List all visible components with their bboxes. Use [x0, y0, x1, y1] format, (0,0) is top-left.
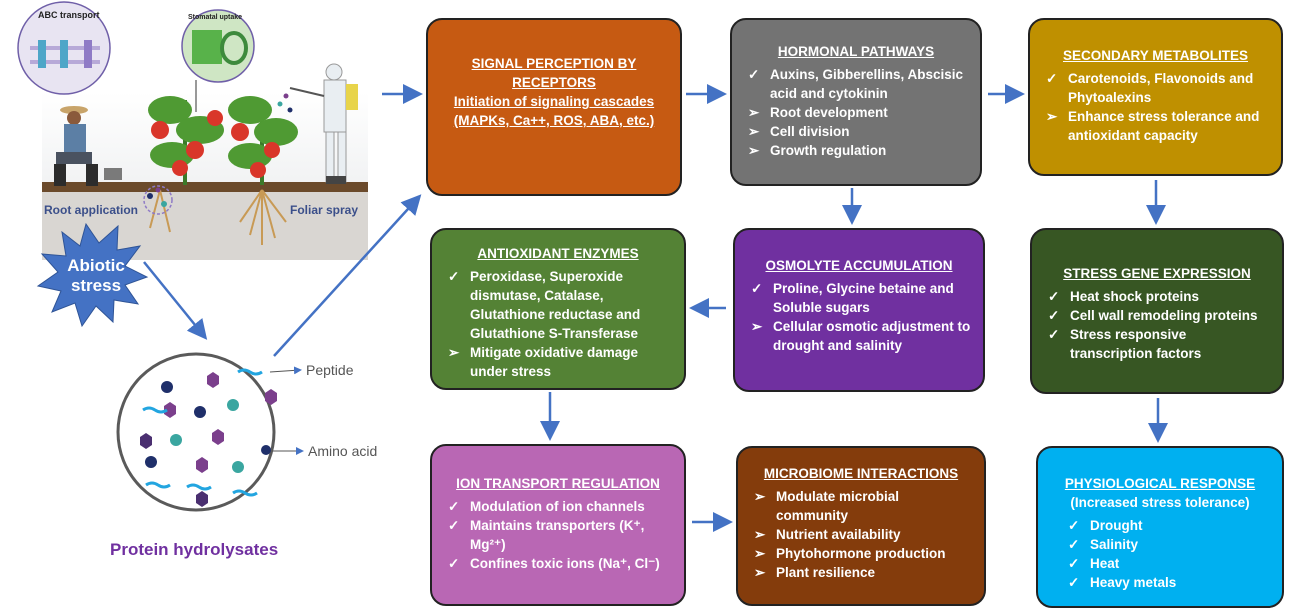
list-item: ✓Heat shock proteins: [1048, 289, 1200, 304]
physiological-response-subtitle: (Increased stress tolerance): [1070, 495, 1250, 510]
abiotic-stress-line2: stress: [70, 276, 122, 295]
list-item: ➢Cellular osmotic adjustment to drought …: [751, 319, 971, 353]
stomatal-uptake-inset: [181, 9, 255, 83]
list-item: ➢Enhance stress tolerance and antioxidan…: [1046, 109, 1260, 143]
amino-acid-label: Amino acid: [308, 443, 378, 459]
abiotic-stress-label: Abiotic stress: [66, 256, 126, 296]
osmolyte-accumulation-box: OSMOLYTE ACCUMULATION ✓Proline, Glycine …: [733, 228, 985, 392]
sprayer-figure: [289, 63, 358, 184]
list-item: ✓Maintains transporters (K⁺, Mg²⁺): [448, 518, 645, 552]
list-item: ✓Modulation of ion channels: [448, 499, 645, 514]
foliar-spray-label: Foliar spray: [290, 203, 359, 217]
stomatal-uptake-label: Stomatal uptake: [188, 14, 243, 21]
list-item: ➢Phytohormone production: [754, 546, 946, 561]
list-item: ✓Cell wall remodeling proteins: [1048, 308, 1258, 323]
list-item: ✓Drought: [1068, 518, 1143, 533]
protein-hydrolysates-label: Protein hydrolysates: [110, 540, 279, 559]
signal-perception-line1: Initiation of signaling cascades: [453, 94, 655, 109]
ion-transport-title: ION TRANSPORT REGULATION: [456, 476, 660, 491]
tomato-plant-left: [148, 96, 224, 185]
antioxidant-enzymes-box: ANTIOXIDANT ENZYMES ✓Peroxidase, Superox…: [430, 228, 686, 390]
root-particles: [143, 185, 173, 215]
list-item: ✓Stress responsive transcription factors: [1048, 327, 1202, 361]
hormonal-pathways-title: HORMONAL PATHWAYS: [777, 44, 935, 59]
physiological-response-box: PHYSIOLOGICAL RESPONSE (Increased stress…: [1036, 446, 1284, 608]
list-item: ➢Plant resilience: [754, 565, 876, 580]
spray-particles: [277, 93, 293, 113]
list-item: ➢Modulate microbial community: [754, 489, 900, 523]
list-item: ➢Cell division: [748, 124, 850, 139]
hydrolysate-circle: [116, 352, 304, 512]
list-item: ➢Root development: [748, 105, 888, 120]
peptide-label: Peptide: [306, 362, 354, 378]
list-item: ✓Heat: [1068, 556, 1120, 571]
roots: [149, 189, 287, 245]
list-item: ✓Salinity: [1068, 537, 1139, 552]
list-item: ✓Carotenoids, Flavonoids and Phytoalexin…: [1046, 71, 1254, 105]
signal-perception-line2: (MAPKs, Ca++, ROS, ABA, etc.): [453, 113, 655, 128]
osmolyte-accumulation-title: OSMOLYTE ACCUMULATION: [765, 258, 953, 273]
physiological-response-title: PHYSIOLOGICAL RESPONSE: [1064, 476, 1256, 491]
list-item: ✓Heavy metals: [1068, 575, 1177, 590]
abc-transport-inset: [17, 1, 111, 95]
list-item: ➢Nutrient availability: [754, 527, 901, 542]
tomato-plant-right: [228, 96, 298, 185]
root-application-label: Root application: [44, 203, 138, 217]
list-item: ➢Mitigate oxidative damage under stress: [448, 345, 639, 379]
list-item: ✓Proline, Glycine betaine and Soluble su…: [751, 281, 954, 315]
farmer-figure: [54, 106, 122, 186]
abc-transport-label: ABC transport: [38, 10, 100, 20]
list-item: ➢Growth regulation: [748, 143, 887, 158]
secondary-metabolites-title: SECONDARY METABOLITES: [1062, 48, 1248, 63]
abiotic-stress-starburst: [36, 222, 149, 328]
microbiome-interactions-title: MICROBIOME INTERACTIONS: [763, 466, 959, 481]
list-item: ✓Peroxidase, Superoxide dismutase, Catal…: [448, 269, 641, 341]
list-item: ✓Auxins, Gibberellins, Abscisic acid and…: [748, 67, 964, 101]
stress-gene-expression-box: STRESS GENE EXPRESSION ✓Heat shock prote…: [1030, 228, 1284, 394]
flow-arrows: [143, 84, 1168, 532]
antioxidant-enzymes-title: ANTIOXIDANT ENZYMES: [477, 246, 639, 261]
list-item: ✓Confines toxic ions (Na⁺, Cl⁻): [448, 556, 660, 571]
signal-perception-box: SIGNAL PERCEPTION BY RECEPTORS Initiatio…: [426, 18, 682, 196]
stress-gene-expression-title: STRESS GENE EXPRESSION: [1063, 266, 1251, 281]
secondary-metabolites-box: SECONDARY METABOLITES ✓Carotenoids, Flav…: [1028, 18, 1283, 176]
microbiome-interactions-box: MICROBIOME INTERACTIONS ➢Modulate microb…: [736, 446, 986, 606]
signal-perception-title: SIGNAL PERCEPTION BY RECEPTORS: [471, 56, 637, 90]
ion-transport-box: ION TRANSPORT REGULATION ✓Modulation of …: [430, 444, 686, 606]
abiotic-stress-line1: Abiotic: [67, 256, 125, 275]
hormonal-pathways-box: HORMONAL PATHWAYS ✓Auxins, Gibberellins,…: [730, 18, 982, 186]
